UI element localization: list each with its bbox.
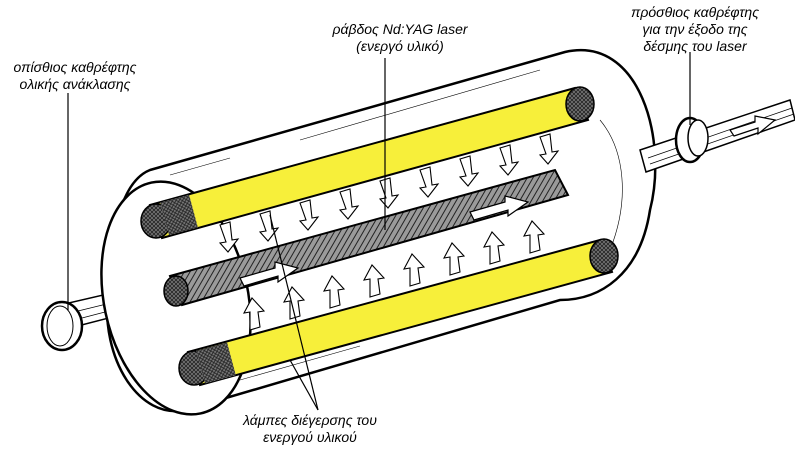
lamps-label: λάμπες διέγερσης του ενεργού υλικού xyxy=(200,412,420,446)
pump-light-arrows-down xyxy=(218,133,560,253)
rear-mirror-label-line1: οπίσθιος καθρέφτης xyxy=(13,59,137,75)
output-beam-shaft xyxy=(639,99,795,173)
rod-label-line2: (ενεργό υλικό) xyxy=(356,38,444,54)
pump-light-arrows-up xyxy=(242,220,546,331)
nd-yag-rod xyxy=(163,168,570,307)
front-mirror-label-line2: για την έξοδο της xyxy=(642,21,748,37)
lamps-label-line2: ενεργού υλικού xyxy=(263,429,357,445)
front-mirror-label-line3: δέσμης του laser xyxy=(643,38,747,54)
lamps-label-line1: λάμπες διέγερσης του xyxy=(243,412,377,428)
leader-lines xyxy=(67,52,691,411)
front-mirror-label-line1: πρόσθιος καθρέφτης xyxy=(630,4,760,20)
front-mirror xyxy=(674,116,709,164)
rod-label-line1: ράβδος Nd:YAG laser xyxy=(332,21,468,37)
rear-mirror-label: οπίσθιος καθρέφτης ολικής ανάκλασης xyxy=(0,59,150,93)
rear-mirror xyxy=(40,300,84,352)
rear-mirror-label-line2: ολικής ανάκλασης xyxy=(19,76,131,92)
front-mirror-label: πρόσθιος καθρέφτης για την έξοδο της δέσ… xyxy=(600,4,790,55)
lower-flash-lamp xyxy=(178,238,619,387)
rod-label: ράβδος Nd:YAG laser (ενεργό υλικό) xyxy=(300,21,500,55)
upper-flash-lamp xyxy=(140,86,595,240)
